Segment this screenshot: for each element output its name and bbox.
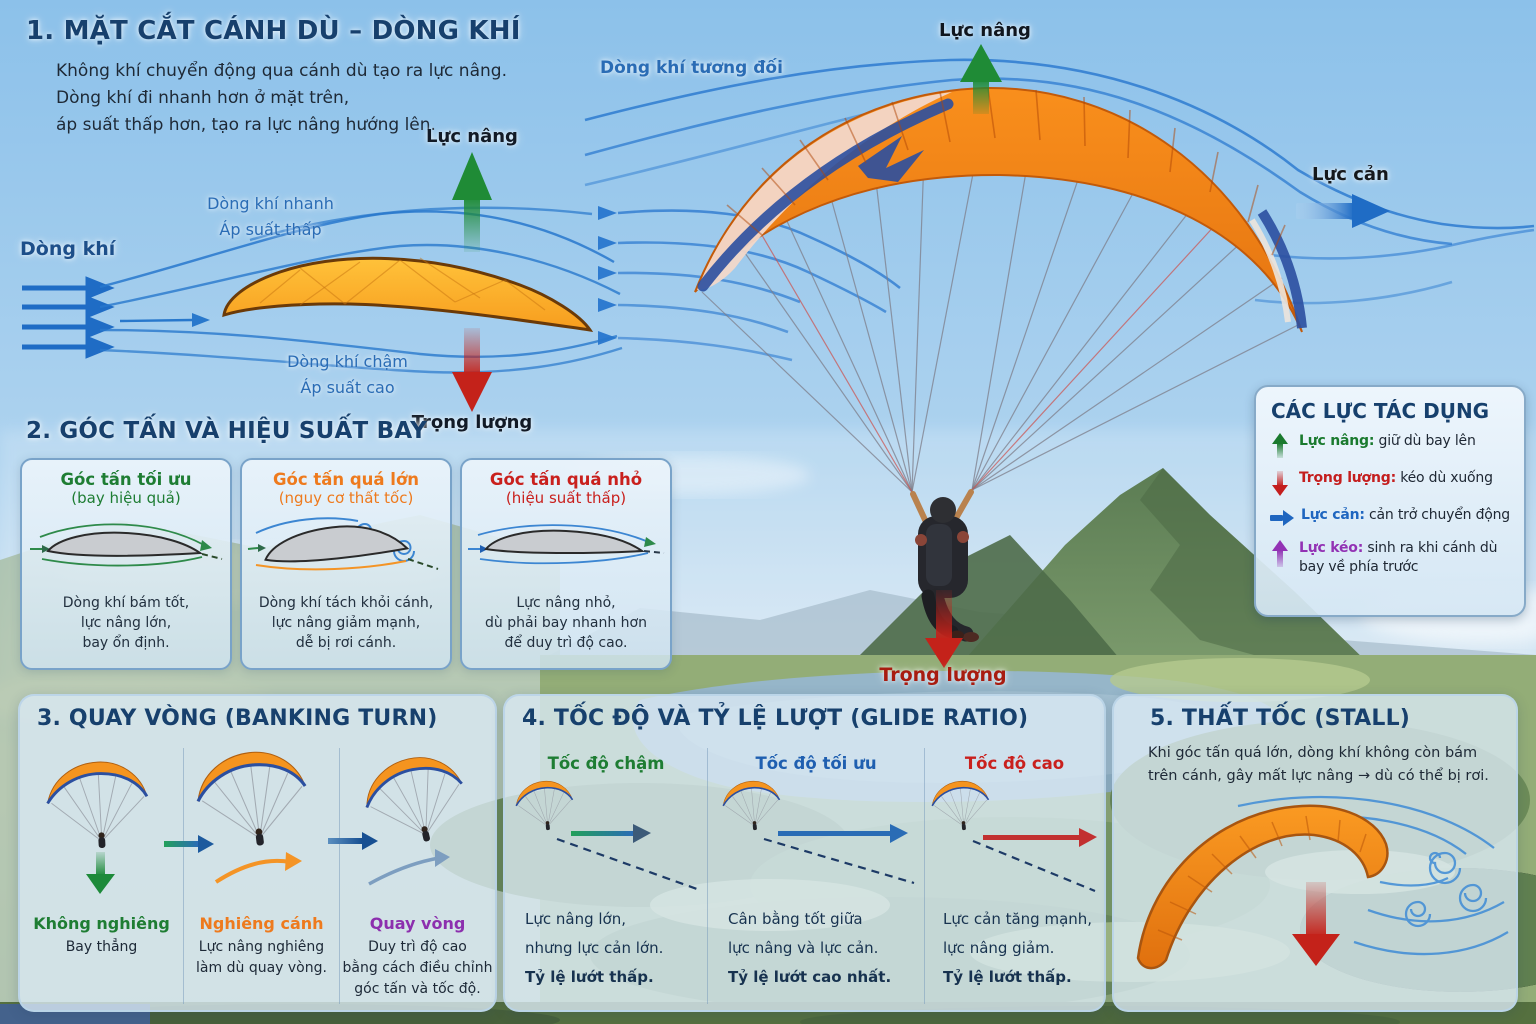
section5-description: Khi góc tấn quá lớn, dòng khí không còn … (1148, 745, 1489, 784)
aoa-panel-optimal: Góc tấn tối ưu (bay hiệu quả) Dòng khí b… (20, 458, 232, 670)
step-no-bank: Không nghiêng Bay thẳng (20, 748, 184, 1004)
speed-col-fast: Tốc độ cao Lực cản tăng mạnh,lực nâng gi… (925, 748, 1104, 1004)
glide-slow-illustration (513, 778, 698, 891)
panel-caption: Dòng khí tách khỏi cánh,lực nâng giảm mạ… (258, 595, 434, 651)
speed-heading: Tốc độ tối ưu (755, 754, 877, 773)
paraglider-turning-illustration (356, 747, 474, 886)
drag-arrow-icon (1270, 510, 1294, 526)
lift-arrow-icon (960, 44, 1002, 114)
section2-title: 2. GÓC TẤN VÀ HIỆU SUẤT BAY (26, 418, 427, 444)
section1-description: Không khí chuyển động qua cánh dù tạo ra… (56, 58, 507, 139)
section3-title: 3. QUAY VÒNG (BANKING TURN) (37, 706, 438, 731)
panel-note: (hiệu suất thấp) (505, 489, 627, 507)
panel-caption: Dòng khí bám tốt,lực nâng lớn, bay ổn đị… (62, 595, 190, 651)
aoa-panel-too-low: Góc tấn quá nhỏ (hiệu suất thấp) Lực nân… (460, 458, 672, 670)
paraglider-banking-illustration (190, 744, 313, 884)
glide-fast-illustration (929, 778, 1097, 893)
legend-item-weight: Trọng lượng: kéo dù xuống (1256, 469, 1524, 497)
section4-title: 4. TỐC ĐỘ VÀ TỶ LỆ LƯỢT (GLIDE RATIO) (522, 706, 1029, 731)
panel-note: (nguy cơ thất tốc) (278, 489, 414, 507)
section3-banking-turn: 3. QUAY VÒNG (BANKING TURN) Không nghiên… (18, 694, 497, 1012)
high-pressure-label: Áp suất cao (300, 378, 395, 397)
airflow-label: Dòng khí (20, 238, 116, 260)
panel-heading: Góc tấn quá nhỏ (489, 470, 643, 489)
section1-title: 1. MẶT CẮT CÁNH DÙ – DÒNG KHÍ (26, 16, 521, 46)
speed-caption: Lực cản tăng mạnh,lực nâng giảm. Tỷ lệ l… (943, 910, 1093, 986)
legend-item-drag: Lực cản: cản trở chuyển động (1256, 506, 1524, 530)
aoa-panel-too-high: Góc tấn quá lớn (nguy cơ thất tốc) Dòng … (240, 458, 452, 670)
lift-arrow-icon (1272, 433, 1288, 458)
section1-lift-arrow-icon (464, 196, 480, 252)
legend-item-lift: Lực nâng: giữ dù bay lên (1256, 432, 1524, 460)
glide-optimal-illustration (720, 778, 915, 885)
section1-lift-label: Lực nâng (426, 126, 518, 147)
section2-panels: Góc tấn tối ưu (bay hiệu quả) Dòng khí b… (20, 458, 672, 670)
stall-illustration (1136, 795, 1509, 970)
fast-airflow-label: Dòng khí nhanh (207, 194, 334, 213)
low-pressure-label: Áp suất thấp (219, 220, 322, 239)
step-label: Nghiêng cánh (199, 914, 324, 933)
step-arrow-icon (164, 835, 214, 853)
panel-heading: Góc tấn tối ưu (60, 470, 192, 489)
weight-arrow-icon (925, 590, 963, 668)
relative-airflow-label: Dòng khí tương đối (600, 58, 783, 78)
forces-legend: CÁC LỰC TÁC DỤNG Lực nâng: giữ dù bay lê… (1254, 385, 1526, 617)
speed-caption: Lực nâng lớn,nhưng lực cản lớn. Tỷ lệ lư… (525, 910, 664, 986)
center-drag-label: Lực cản (1312, 164, 1389, 185)
paraglider-straight-illustration (43, 758, 151, 894)
legend-item-thrust: Lực kéo: sinh ra khi cánh dù bay về phía… (1256, 539, 1524, 577)
speed-heading: Tốc độ cao (964, 754, 1065, 773)
weight-arrow-icon (1272, 471, 1288, 496)
speed-col-slow: Tốc độ chậm Lực nâng lớn,nhưng lực cản l… (505, 748, 708, 1004)
legend-title: CÁC LỰC TÁC DỤNG (1271, 399, 1490, 423)
section4-cols: Tốc độ chậm Lực nâng lớn,nhưng lực cản l… (505, 748, 1104, 1004)
center-weight-label: Trọng lượng (879, 664, 1007, 686)
section1-desc-line: Dòng khí đi nhanh hơn ở mặt trên, (56, 88, 350, 108)
center-lift-label: Lực nâng (939, 20, 1031, 41)
panel-note: (bay hiệu quả) (71, 489, 181, 507)
panel-heading: Góc tấn quá lớn (272, 470, 420, 489)
section1-weight-arrow-icon (464, 328, 480, 378)
section5-stall: 5. THẤT TỐC (STALL) Khi góc tấn quá lớn,… (1112, 694, 1518, 1012)
section5-title: 5. THẤT TỐC (STALL) (1150, 706, 1411, 731)
airfoil-optimal-illustration (30, 523, 223, 567)
step-arrow-icon (328, 832, 378, 850)
section1-weight-label: Trọng lượng (411, 412, 533, 433)
paraglider-photo-illustration (584, 44, 1535, 668)
section3-steps: Không nghiêng Bay thẳng Nghiêng cánh Lực… (20, 744, 495, 1004)
drag-arrow-icon (1296, 194, 1390, 228)
airfoil-stall-illustration (247, 517, 439, 571)
slow-airflow-label: Dòng khí chậm (287, 352, 408, 371)
section1-desc-line: áp suất thấp hơn, tạo ra lực nâng hướng … (56, 115, 436, 135)
step-caption: Bay thẳng (65, 939, 138, 955)
panel-caption: Lực nâng nhỏ,dù phải bay nhanh hơn để du… (485, 595, 647, 651)
stall-weight-arrow-icon (1306, 882, 1326, 938)
airfoil-low-aoa-illustration (468, 524, 665, 565)
section4-glide-ratio: 4. TỐC ĐỘ VÀ TỶ LỆ LƯỢT (GLIDE RATIO) Tố… (503, 694, 1106, 1012)
step-label: Không nghiêng (33, 914, 170, 933)
speed-heading: Tốc độ chậm (547, 754, 665, 773)
step-label: Quay vòng (369, 914, 466, 933)
thrust-arrow-icon (1272, 540, 1288, 567)
section1-desc-line: Không khí chuyển động qua cánh dù tạo ra… (56, 61, 507, 81)
airfoil-diagram (22, 152, 623, 412)
